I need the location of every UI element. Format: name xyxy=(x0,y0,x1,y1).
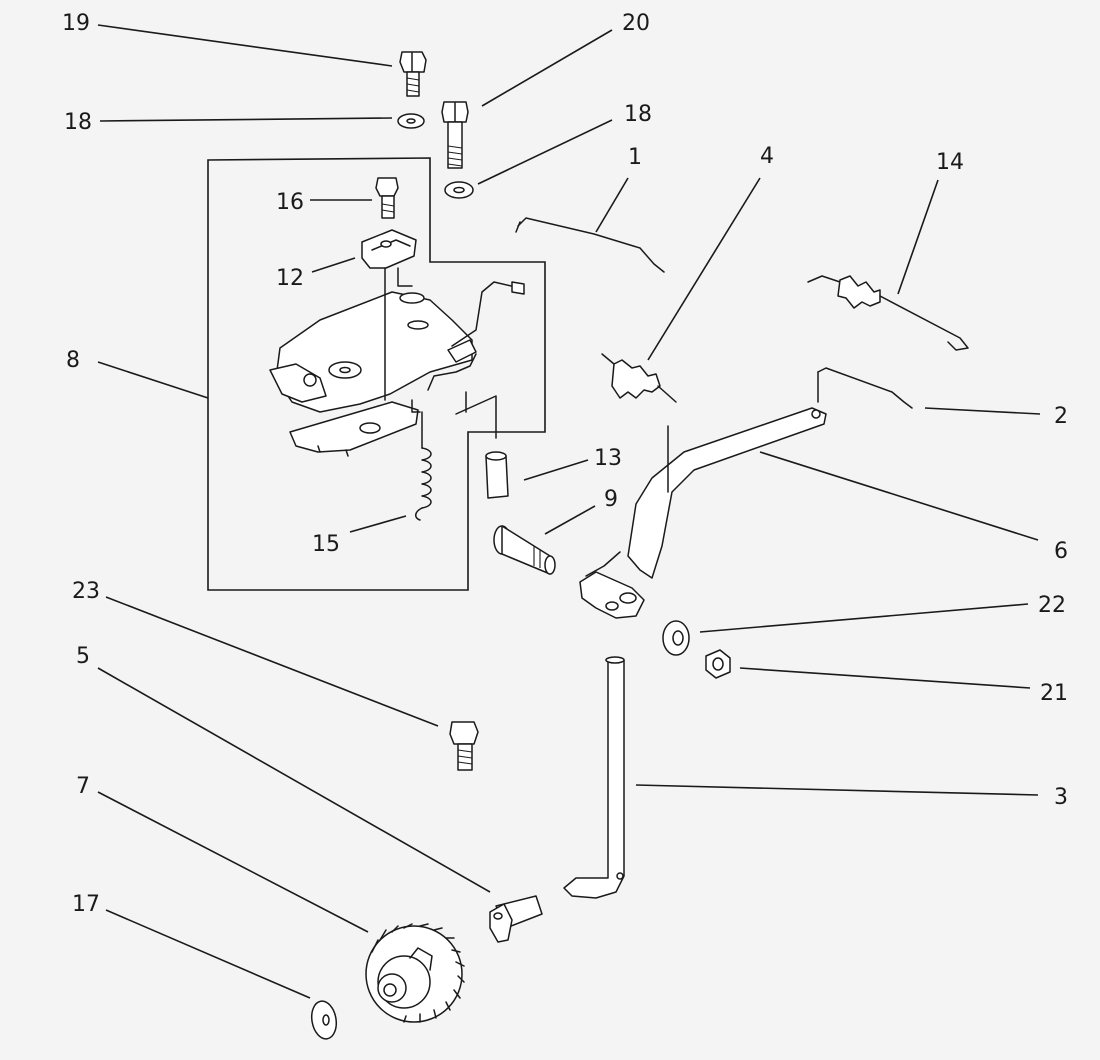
part-19-bolt xyxy=(399,51,427,97)
part-22-washer xyxy=(662,620,690,656)
part-8-control-plate xyxy=(269,267,525,457)
lever-hub xyxy=(579,571,645,619)
callout-12: 12 xyxy=(276,266,304,291)
callout-15: 15 xyxy=(312,532,340,557)
part-12-bracket xyxy=(361,229,417,269)
part-18a-washer xyxy=(397,113,425,129)
callout-3: 3 xyxy=(1054,785,1068,810)
callout-4: 4 xyxy=(760,144,774,169)
part-15-spring xyxy=(415,411,432,521)
part-13-bushing xyxy=(455,391,509,499)
callout-19: 19 xyxy=(62,11,90,36)
part-16-bolt xyxy=(375,177,399,219)
part-21-nut xyxy=(705,649,731,679)
part-2-rod xyxy=(817,367,913,409)
callout-18a: 18 xyxy=(64,110,92,135)
callout-22: 22 xyxy=(1038,593,1066,618)
callout-16: 16 xyxy=(276,190,304,215)
callout-2: 2 xyxy=(1054,404,1068,429)
callout-9: 9 xyxy=(604,487,618,512)
part-1-rod xyxy=(515,217,665,273)
part-4-spring xyxy=(601,353,677,403)
callout-23: 23 xyxy=(72,579,100,604)
part-17-washer xyxy=(310,1000,338,1040)
callout-6: 6 xyxy=(1054,539,1068,564)
callout-labels: 19 20 18 18 1 4 14 16 12 8 2 13 9 6 15 2… xyxy=(62,11,1068,917)
part-7-flywheel xyxy=(365,923,465,1023)
callout-5: 5 xyxy=(76,644,90,669)
part-6-lever xyxy=(585,407,827,579)
callout-8: 8 xyxy=(66,348,80,373)
assembly-8-outline xyxy=(207,157,546,591)
part-20-bolt xyxy=(441,101,469,169)
part-5-sleeve xyxy=(489,895,543,943)
callout-18b: 18 xyxy=(624,102,652,127)
callout-1: 1 xyxy=(628,145,642,170)
callout-13: 13 xyxy=(594,446,622,471)
part-23-bolt xyxy=(449,721,479,771)
callout-20: 20 xyxy=(622,11,650,36)
leader-lines xyxy=(97,24,1041,999)
part-3-shaft xyxy=(563,656,625,899)
callout-17: 17 xyxy=(72,892,100,917)
part-14-spring xyxy=(807,275,969,351)
callout-14: 14 xyxy=(936,150,964,175)
part-18b-washer xyxy=(444,181,474,199)
callout-7: 7 xyxy=(76,774,90,799)
part-9-pin xyxy=(493,525,556,575)
callout-21: 21 xyxy=(1040,681,1068,706)
